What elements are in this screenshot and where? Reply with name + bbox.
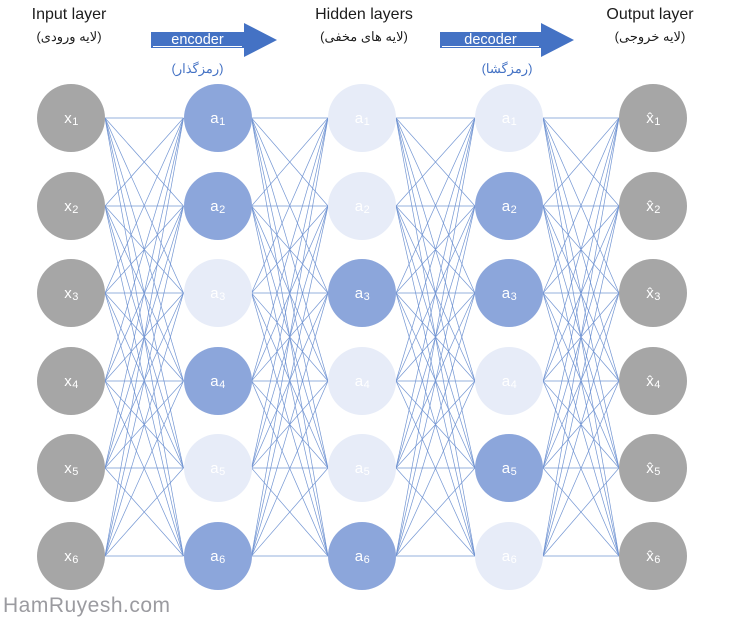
encoder-arrow-label-fa: (رمزگذار) — [171, 61, 224, 76]
output-layer-title: Output layer (لایه خروجی) — [588, 5, 712, 46]
encoder-arrow: encoder (رمزگذار) — [151, 22, 277, 94]
node-output-x3: x̂3 — [619, 259, 687, 327]
decoder-arrow: decoder (رمزگشا) — [440, 22, 574, 94]
input-layer-title-fa: (لایه ورودی) — [36, 29, 102, 44]
decoder-arrow-label: decoder — [464, 32, 517, 48]
decoder-arrow-label-fa: (رمزگشا) — [481, 61, 533, 76]
right-arrow-icon — [440, 23, 574, 57]
input-layer-title-en: Input layer — [31, 6, 107, 23]
node-output-x1: x̂1 — [619, 84, 687, 152]
node-output-x2: x̂2 — [619, 172, 687, 240]
output-layer-title-en: Output layer — [606, 6, 694, 23]
layer-column-output: x̂1 x̂2 x̂3 x̂4 x̂5 x̂6 — [619, 0, 687, 621]
encoder-arrow-underline — [153, 46, 242, 47]
right-arrow-icon — [151, 23, 277, 57]
hidden-layers-title: Hidden layers (لایه های مخفی) — [292, 5, 436, 46]
watermark: HamRuyesh.com — [3, 594, 171, 617]
node-output-x4: x̂4 — [619, 347, 687, 415]
input-layer-title: Input layer (لایه ورودی) — [8, 5, 130, 46]
encoder-arrow-label: encoder — [171, 32, 224, 48]
decoder-arrow-underline — [442, 46, 539, 47]
node-output-x5: x̂5 — [619, 434, 687, 502]
hidden-layers-title-fa: (لایه های مخفی) — [320, 29, 408, 44]
node-output-x6: x̂6 — [619, 522, 687, 590]
output-layer-title-fa: (لایه خروجی) — [614, 29, 686, 44]
hidden-layers-title-en: Hidden layers — [315, 6, 413, 23]
